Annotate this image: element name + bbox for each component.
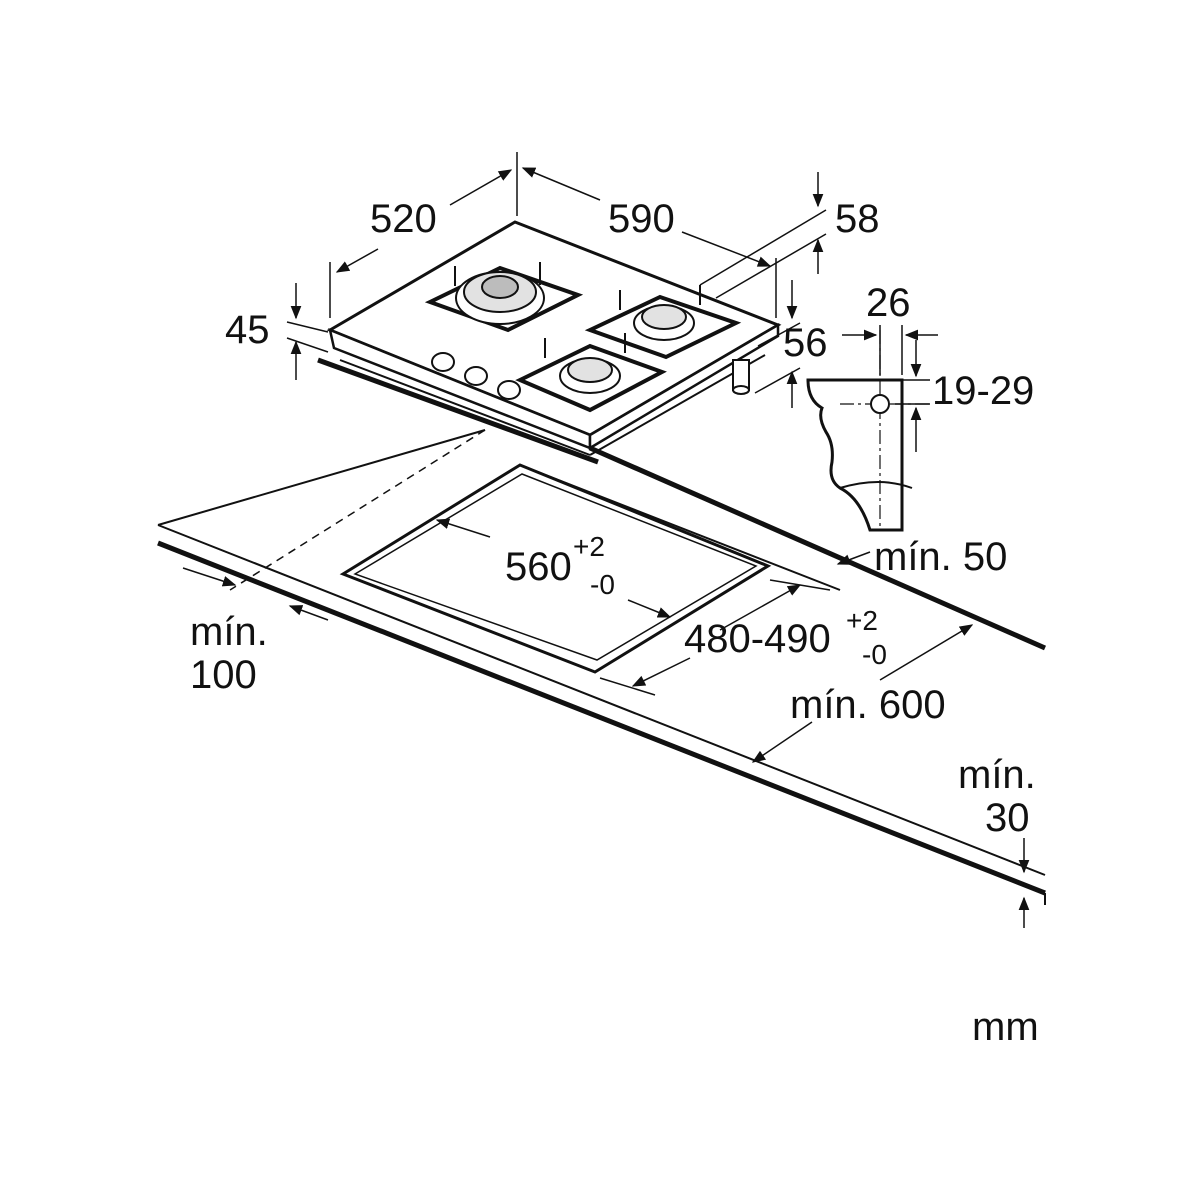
dim-min-30-value: 30 [985,796,1030,840]
dim-min-30-label: mín. [958,753,1036,797]
cooktop-base-edge [317,357,599,465]
dim-480-490-label: 480-490 [684,617,831,661]
dim-45-label: 45 [225,308,270,352]
burner-large [424,262,584,333]
dimension-min-30: mín. 30 [958,753,1036,928]
countertop-back-edge [588,445,1047,651]
knob-1 [431,352,455,372]
dimension-590: 590 [521,167,777,318]
dimension-480-490: 480-490 +2 -0 [599,579,887,696]
dim-min-600-label: mín. 600 [790,683,946,727]
burner-medium-front [515,333,667,413]
dim-480-tol-minus: -0 [862,639,887,670]
dimension-58: 58 [699,172,880,299]
dim-min-100-value: 100 [190,653,257,697]
unit-label: mm [972,1005,1039,1049]
dim-480-tol-plus: +2 [846,605,878,636]
control-knobs [431,352,521,400]
burner-medium-right [584,285,742,360]
dim-min-50-label: mín. 50 [874,535,1007,579]
bracket-profile [806,378,904,532]
knob-3 [497,380,521,400]
cooktop [317,220,782,465]
dim-min-100-label: mín. [190,610,268,654]
dimension-min-600: mín. 600 [751,624,974,763]
dimension-520: 520 [329,152,518,318]
dim-560-tol-minus: -0 [590,569,615,600]
dimension-56: 56 [754,280,828,408]
dim-58-label: 58 [835,197,880,241]
mounting-bracket-detail: 26 19-29 [806,281,1034,532]
countertop-front-edge [157,540,1046,896]
gas-connector [732,359,750,395]
cooktop-glass-top [326,220,782,437]
dim-26-label: 26 [866,281,911,325]
dim-56-label: 56 [783,321,828,365]
dim-19-29-label: 19-29 [932,369,1034,413]
cooktop-side-edge [588,322,780,451]
dimension-min-50: mín. 50 [836,535,1007,579]
dim-560-label: 560 [505,545,572,589]
dim-520-label: 520 [370,197,437,241]
dim-560-tol-plus: +2 [573,531,605,562]
knob-2 [464,366,488,386]
dim-590-label: 590 [608,197,675,241]
countertop-cutout [229,429,772,674]
dimension-45: 45 [225,283,329,380]
dimension-min-100: mín. 100 [182,567,329,697]
dimension-560: 560 +2 -0 [435,518,672,618]
